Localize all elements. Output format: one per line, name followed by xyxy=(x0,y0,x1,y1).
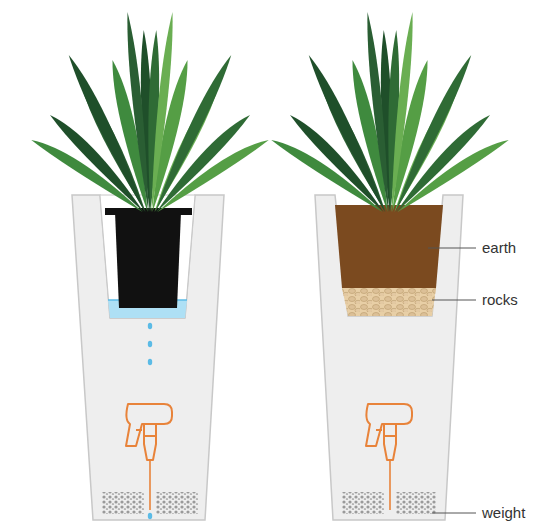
drill-chuck xyxy=(144,424,156,460)
left-planter xyxy=(72,195,224,520)
leader-lines xyxy=(428,248,476,513)
leaf xyxy=(396,115,490,212)
plant-leaves xyxy=(31,12,509,212)
drill-bit xyxy=(389,460,391,510)
drill-icons xyxy=(126,404,412,510)
part-label: weight xyxy=(482,504,525,522)
leaf xyxy=(155,55,231,212)
drill-trigger xyxy=(376,429,382,431)
weight-pellets xyxy=(102,492,436,514)
leaf xyxy=(290,115,384,212)
part-label: rocks xyxy=(482,291,518,309)
leaf xyxy=(50,115,144,212)
right-planter xyxy=(315,195,463,520)
drill-chuck xyxy=(384,424,396,460)
drill-trigger xyxy=(136,429,142,431)
drill-symbol xyxy=(126,404,172,510)
drill-symbol xyxy=(366,404,412,510)
drill-bit xyxy=(149,460,151,510)
leaf xyxy=(156,115,250,212)
leaf xyxy=(395,55,471,212)
part-label: earth xyxy=(482,239,516,257)
leaf xyxy=(309,55,385,212)
leaf xyxy=(69,55,145,212)
